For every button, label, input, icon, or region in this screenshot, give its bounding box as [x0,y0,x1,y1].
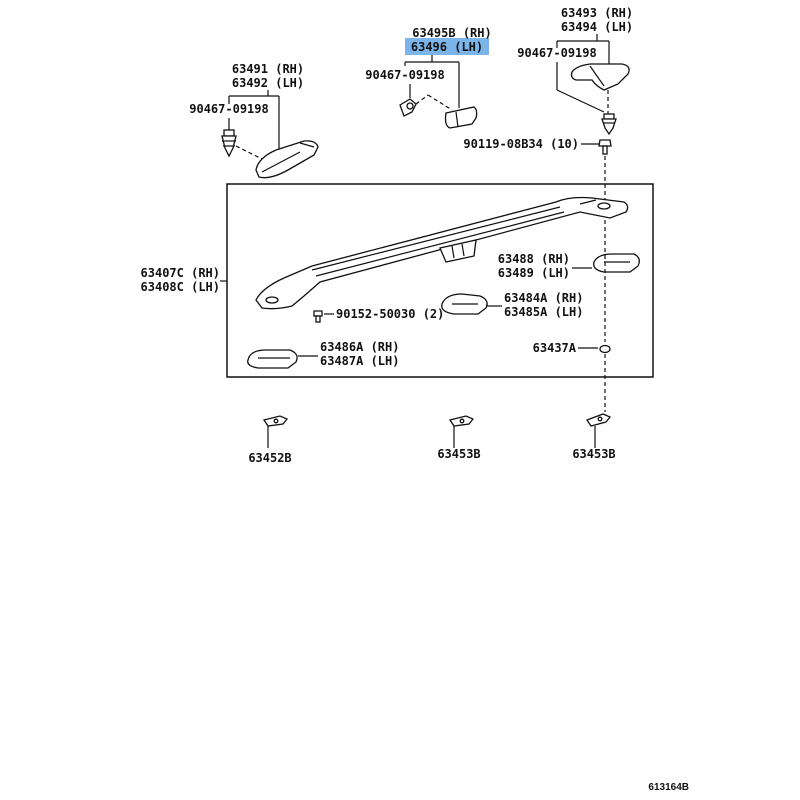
label-63492: 63492 (LH) [232,76,304,90]
label-63453b-right: 63453B [572,447,615,461]
label-90119: 90119-08B34 (10) [463,137,579,151]
label-63488: 63488 (RH) [498,252,570,266]
bracket-63453b-right-group: 63453B [572,413,616,461]
middle-pad-icon [441,293,488,315]
clip-icon [399,98,417,117]
rear-end-cover-group: 63493 (RH) 63494 (LH) 90467-09198 [517,6,633,136]
end-cover-icon [570,63,630,91]
label-63437a: 63437A [533,341,577,355]
bracket-63452b-group: 63452B [248,415,292,465]
roof-rail-icon [255,196,629,310]
label-63489: 63489 (LH) [498,266,570,280]
label-90467-right: 90467-09198 [517,46,596,60]
front-end-cover-group: 63491 (RH) 63492 (LH) 90467-09198 [189,62,319,179]
assembly-dashed-line [415,94,429,105]
nut-icon [599,344,611,354]
front-pad-icon [247,349,298,369]
screw-90119-group: 90119-08B34 (10) [463,137,612,200]
diagram-code: 613164B [648,782,689,793]
screw-icon [313,310,323,323]
label-63496[interactable]: 63496 (LH) [411,40,483,54]
rear-pad-icon [593,253,640,273]
roof-rail-box: 63407C (RH) 63408C (LH) 63488 (RH) 63489… [141,183,654,378]
bracket-63453b-mid-group: 63453B [437,415,481,461]
label-63484a: 63484A (RH) [504,291,583,305]
assembly-dashed-line [427,94,453,111]
label-90152: 90152-50030 (2) [336,307,444,321]
bracket-icon [586,413,612,427]
label-63491: 63491 (RH) [232,62,304,76]
label-90467-left: 90467-09198 [189,102,268,116]
bracket-icon [448,415,475,427]
label-63486a: 63486A (RH) [320,340,399,354]
label-63487a: 63487A (LH) [320,354,399,368]
label-63407c: 63407C (RH) [141,266,220,280]
label-63493: 63493 (RH) [561,6,633,20]
label-90467-mid: 90467-09198 [365,68,444,82]
clip-icon [601,113,617,136]
label-63408c: 63408C (LH) [141,280,220,294]
clip-icon [221,129,237,158]
screw-icon [598,139,612,155]
middle-cap-group: 63495B (RH) 63496 (LH) 90467-09198 [365,26,492,129]
label-63494: 63494 (LH) [561,20,633,34]
label-63453b-mid: 63453B [437,447,480,461]
label-63452b: 63452B [248,451,291,465]
label-63495b: 63495B (RH) [412,26,491,40]
label-63485a: 63485A (LH) [504,305,583,319]
bracket-icon [262,415,289,427]
cap-icon [444,106,478,129]
end-cover-icon [255,140,319,179]
highlight-box [405,38,489,55]
leader-line [556,89,605,113]
